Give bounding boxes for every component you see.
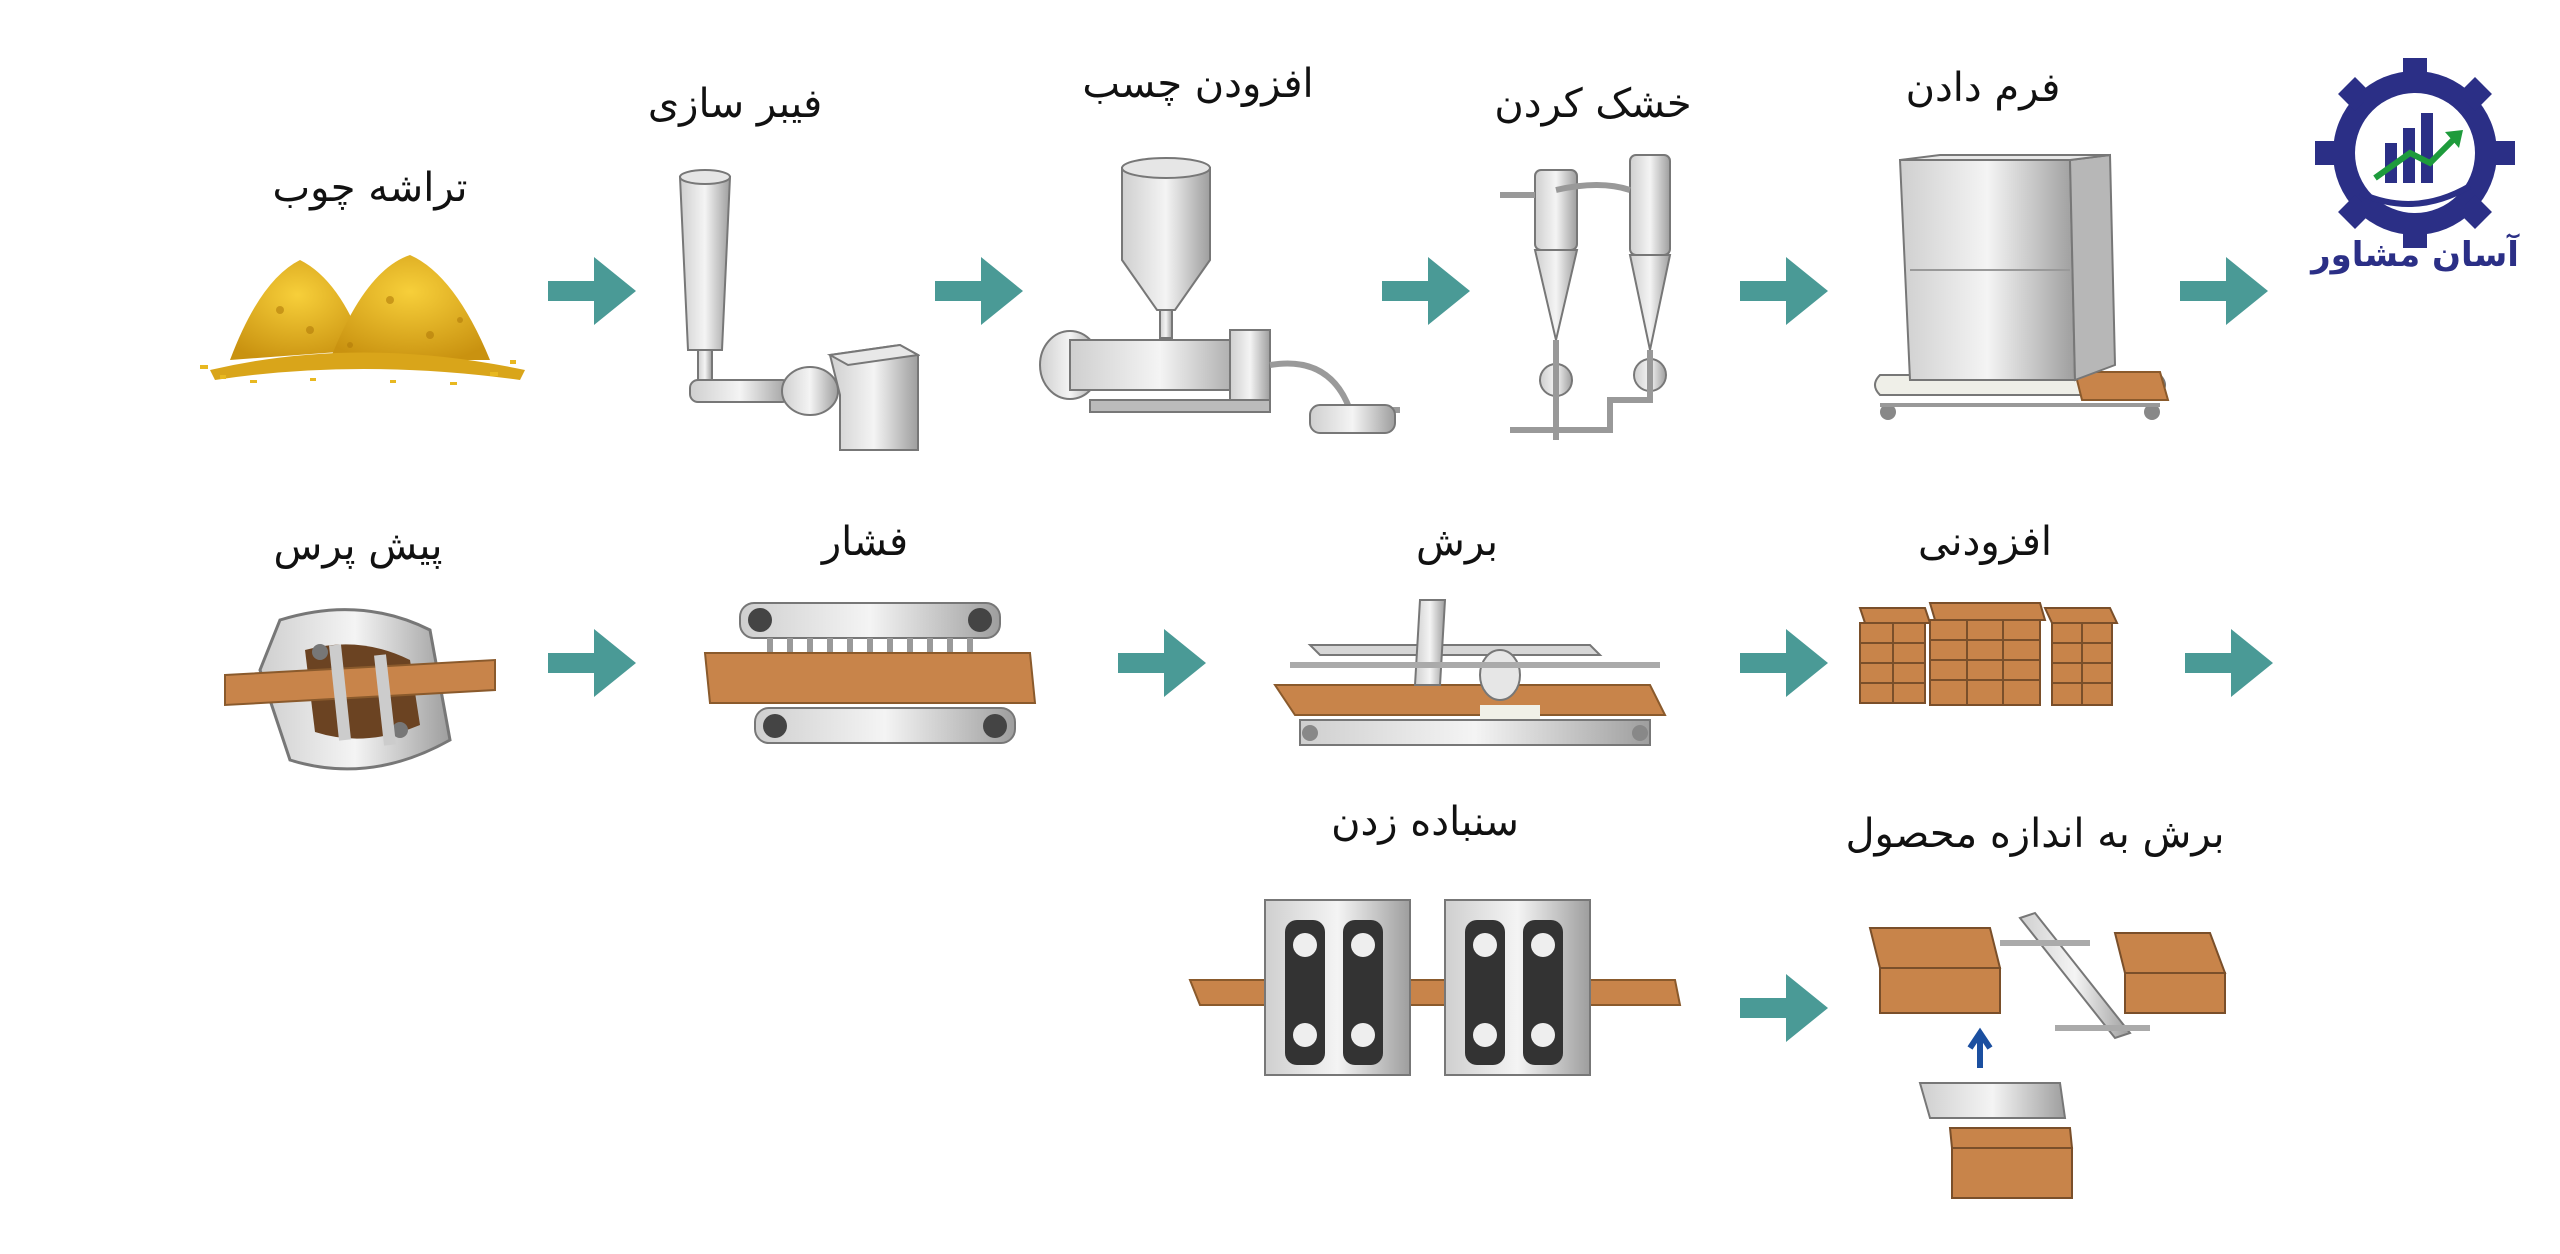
glue-mixer-illustration	[1039, 157, 1400, 434]
fiber-making-machine-illustration	[678, 169, 920, 451]
pre-press-illustration	[224, 608, 496, 771]
process-arrow-icon	[2185, 629, 2273, 697]
process-arrow-icon	[1740, 629, 1828, 697]
step-label-pre-press: پیش پرس	[273, 523, 443, 569]
process-arrow-icon	[548, 629, 636, 697]
process-arrow-icon	[2180, 257, 2268, 325]
brand-logo	[2315, 58, 2515, 248]
process-arrow-icon	[1740, 257, 1828, 325]
step-label-pressing: فشار	[821, 519, 909, 565]
step-label-sanding: سنباده زدن	[1331, 799, 1519, 845]
brand-name: آسان مشاور	[2311, 235, 2519, 275]
step-label-forming: فرم دادن	[1905, 65, 2061, 111]
hand-icon	[2358, 183, 2472, 207]
process-arrow-icon	[935, 257, 1023, 325]
process-arrow-icon	[1118, 629, 1206, 697]
board-stacks-illustration	[1858, 602, 2119, 706]
process-arrow-icon	[1382, 257, 1470, 325]
press-illustration	[703, 602, 1037, 744]
step-label-drying: خشک کردن	[1494, 81, 1692, 127]
step-label-cut-to-size: برش به اندازه محصول	[1845, 811, 2225, 857]
cutting-machine-illustration	[1273, 599, 1667, 746]
step-label-adding-glue: افزودن چسب	[1082, 61, 1314, 107]
step-label-stacking: افزودنی	[1918, 519, 2052, 565]
wood-chips-illustration	[200, 255, 525, 385]
step-label-wood-chips: تراشه چوب	[272, 165, 468, 211]
trend-arrow-icon	[2373, 130, 2463, 181]
forming-machine-illustration	[1874, 153, 2170, 420]
sanding-machine-illustration	[1188, 899, 1682, 1076]
process-arrow-icon	[1740, 974, 1828, 1042]
step-label-cutting: برش	[1415, 519, 1499, 565]
cut-to-size-illustration	[1868, 911, 2227, 1199]
step-label-fiber-making: فیبر سازی	[647, 81, 823, 127]
dryer-cyclone-illustration	[1500, 154, 1672, 440]
process-arrow-icon	[548, 257, 636, 325]
